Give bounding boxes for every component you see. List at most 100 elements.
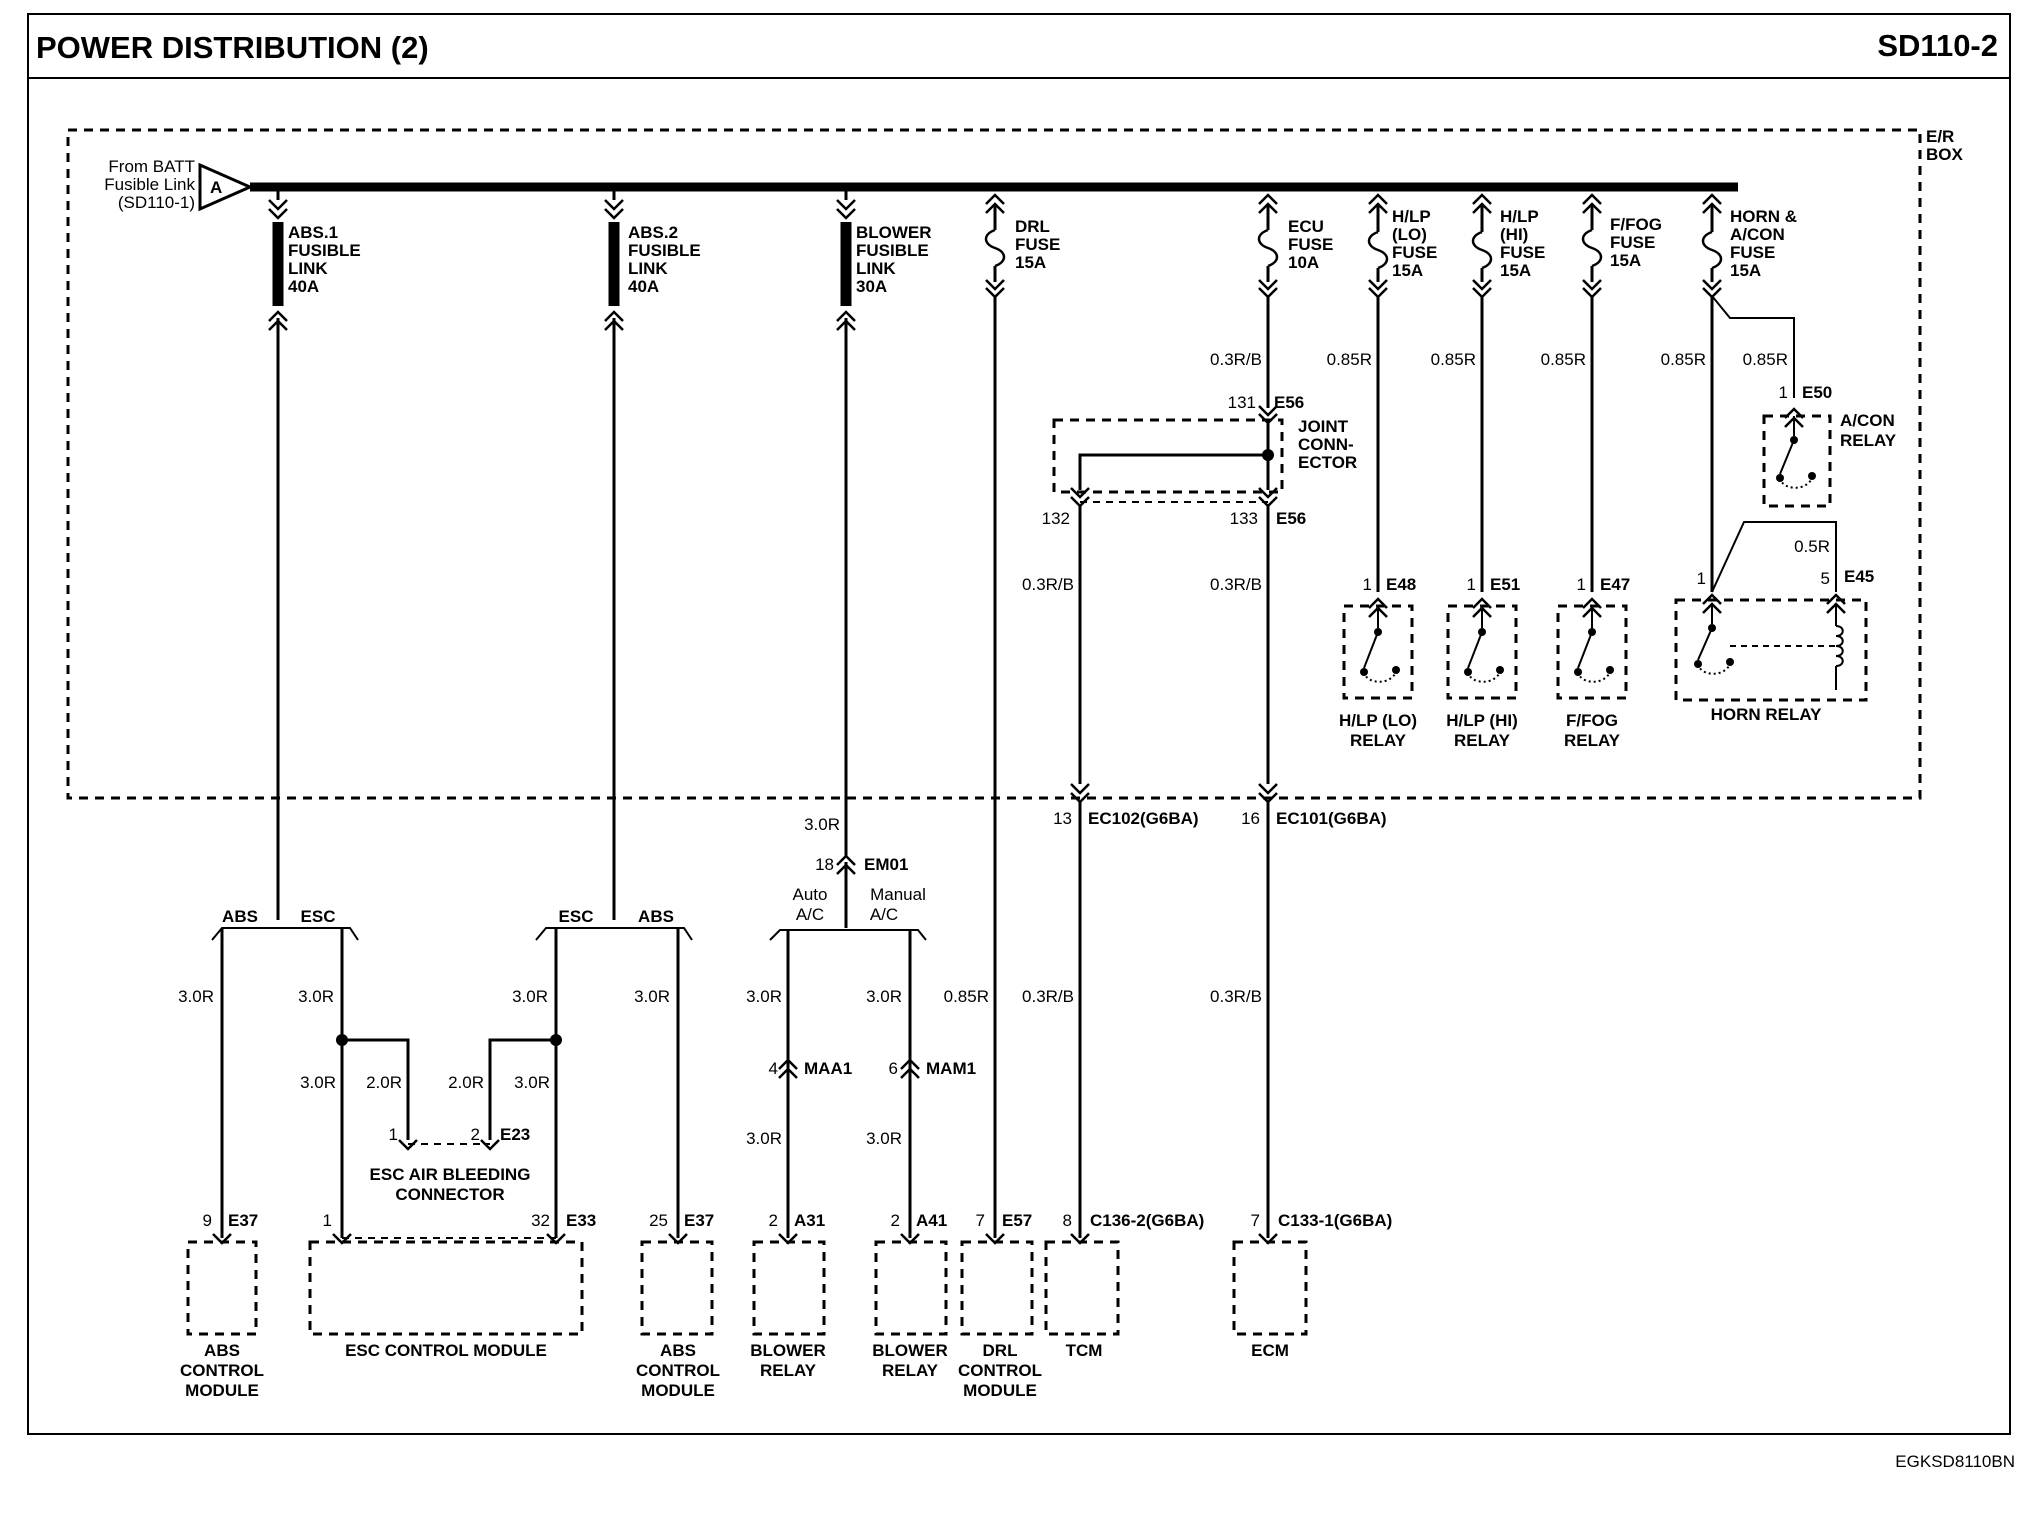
svg-text:6: 6 [889,1059,898,1078]
svg-text:1: 1 [323,1211,332,1230]
ffog-relay: 1 E47 F/FOG RELAY [1556,575,1630,750]
svg-text:H/LP: H/LP [1392,207,1431,226]
abs2-fusible-link: ABS.2 FUSIBLE LINK 40A [603,187,701,920]
branch-label: Auto [793,885,828,904]
svg-text:RELAY: RELAY [760,1361,817,1380]
ecm-module: 7 C133-1(G6BA) ECM [1232,1211,1392,1360]
svg-text:RELAY: RELAY [882,1361,939,1380]
svg-text:MODULE: MODULE [185,1381,259,1400]
svg-text:15A: 15A [1610,251,1641,270]
abs-control-module-right: 25 E37 ABS CONTROL MODULE [636,1211,720,1400]
svg-text:RELAY: RELAY [1350,731,1407,750]
ecu-fuse: ECU FUSE 10A [1257,193,1333,408]
svg-text:1: 1 [1467,575,1476,594]
wire-label: 0.85R [1661,350,1706,369]
svg-text:7: 7 [976,1211,985,1230]
wire-label: 3.0R [300,1073,336,1092]
ec101-connector: 16 EC101(G6BA) [1241,782,1387,828]
svg-text:H/LP: H/LP [1500,207,1539,226]
svg-text:A/CON: A/CON [1840,411,1895,430]
ffog-fuse: F/FOG FUSE 15A [1581,193,1662,592]
wire-label: 3.0R [866,1129,902,1148]
wire-label: 0.85R [1541,350,1586,369]
svg-text:MODULE: MODULE [641,1381,715,1400]
ec102-connector: 13 EC102(G6BA) [1053,782,1199,828]
mam1-connector: 6 MAM1 [889,1058,976,1080]
er-box-label: E/R [1926,127,1954,146]
svg-text:ECU: ECU [1288,217,1324,236]
svg-text:JOINT: JOINT [1298,417,1349,436]
hlp-hi-fuse: H/LP (HI) FUSE 15A [1471,193,1545,592]
battery-feed-label: (SD110-1) [118,193,195,212]
wire-label: 3.0R [512,987,548,1006]
svg-text:FUSE: FUSE [1015,235,1060,254]
svg-text:E47: E47 [1600,575,1630,594]
wire-label: 0.85R [1743,350,1788,369]
svg-text:EM01: EM01 [864,855,908,874]
svg-text:EC102(G6BA): EC102(G6BA) [1088,809,1199,828]
acon-relay: 1 E50 A/CON RELAY [1762,383,1897,508]
em01-connector: 18 EM01 [815,854,908,876]
svg-text:F/FOG: F/FOG [1610,215,1662,234]
wire-label: 0.85R [1327,350,1372,369]
svg-text:MAA1: MAA1 [804,1059,852,1078]
svg-text:LINK: LINK [856,259,896,278]
svg-text:CONTROL: CONTROL [636,1361,720,1380]
svg-text:8: 8 [1063,1211,1072,1230]
battery-feed-label: Fusible Link [104,175,195,194]
svg-text:LINK: LINK [628,259,668,278]
wire-label: 3.0R [804,815,840,834]
svg-text:DRL: DRL [1015,217,1050,236]
svg-text:1: 1 [1577,575,1586,594]
wire-label: 3.0R [298,987,334,1006]
horn-acon-fuse: HORN & A/CON FUSE 15A [1701,193,1797,592]
svg-text:ECTOR: ECTOR [1298,453,1357,472]
wire-label: 0.85R [1431,350,1476,369]
er-box-label: BOX [1926,145,1964,164]
svg-text:A41: A41 [916,1211,947,1230]
blower-fusible-link: BLOWER FUSIBLE LINK 30A [835,187,932,858]
svg-text:FUSE: FUSE [1500,243,1545,262]
branch-label: ESC [301,907,336,926]
svg-text:ECM: ECM [1251,1341,1289,1360]
svg-text:40A: 40A [628,277,659,296]
branch-label: ABS [638,907,674,926]
svg-text:ESC CONTROL MODULE: ESC CONTROL MODULE [345,1341,547,1360]
branch-label: ESC [559,907,594,926]
svg-text:MAM1: MAM1 [926,1059,976,1078]
svg-text:CONTROL: CONTROL [180,1361,264,1380]
svg-text:13: 13 [1053,809,1072,828]
abs1-fusible-link: ABS.1 FUSIBLE LINK 40A [267,187,361,920]
blower-relay-auto: 2 A31 BLOWER RELAY [750,1211,826,1380]
svg-text:E33: E33 [566,1211,596,1230]
svg-text:FUSE: FUSE [1288,235,1333,254]
svg-text:E23: E23 [500,1125,530,1144]
wire-label: 2.0R [448,1073,484,1092]
svg-text:MODULE: MODULE [963,1381,1037,1400]
svg-text:2: 2 [471,1125,480,1144]
svg-text:(LO): (LO) [1392,225,1427,244]
svg-text:ABS: ABS [660,1341,696,1360]
svg-text:10A: 10A [1288,253,1319,272]
wire-label: 0.3R/B [1210,575,1262,594]
svg-text:HORN RELAY: HORN RELAY [1711,705,1822,724]
wire-label: 0.85R [944,987,989,1006]
svg-text:HORN &: HORN & [1730,207,1797,226]
svg-text:CONTROL: CONTROL [958,1361,1042,1380]
svg-text:15A: 15A [1730,261,1761,280]
svg-text:4: 4 [769,1059,778,1078]
wire-label: 3.0R [634,987,670,1006]
drl-fuse: DRL FUSE 15A [984,193,1060,1238]
svg-text:BLOWER: BLOWER [750,1341,826,1360]
svg-text:FUSIBLE: FUSIBLE [856,241,929,260]
wire-label: 2.0R [366,1073,402,1092]
svg-text:TCM: TCM [1066,1341,1103,1360]
svg-text:131: 131 [1228,393,1256,412]
svg-text:ABS.1: ABS.1 [288,223,338,242]
battery-connector-arrow [198,162,254,212]
battery-feed-label: From BATT [108,157,195,176]
svg-text:E45: E45 [1844,567,1874,586]
svg-text:25: 25 [649,1211,668,1230]
wire-label: 0.3R/B [1022,575,1074,594]
svg-text:30A: 30A [856,277,887,296]
